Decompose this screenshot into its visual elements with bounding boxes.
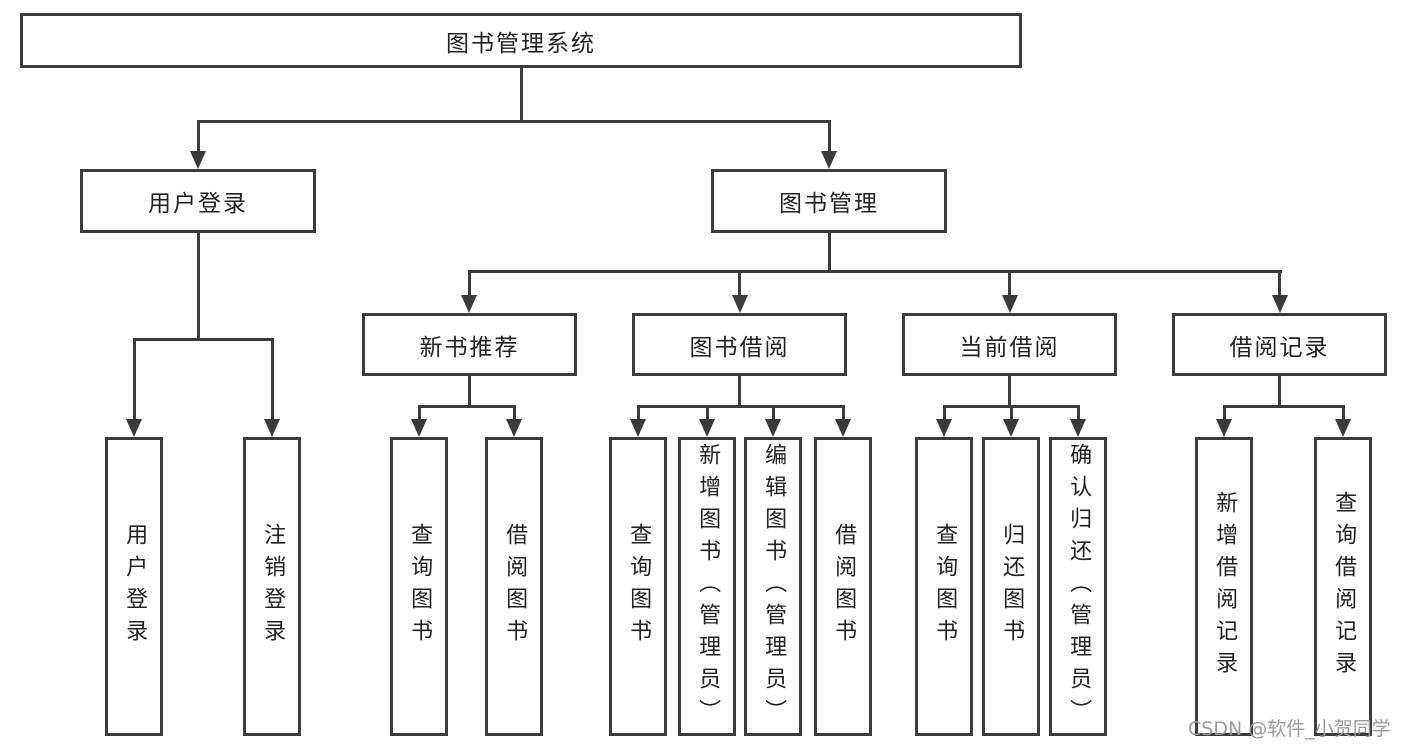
arrowhead-down-icon bbox=[1002, 295, 1018, 313]
node-label: 用户登录 bbox=[148, 191, 248, 217]
connector-borrowing-vline bbox=[738, 376, 741, 408]
node-label: 图书管理 bbox=[779, 191, 879, 217]
node-label: 查询借阅记录 bbox=[1331, 490, 1357, 683]
node-borrow-query-books: 查询图书 bbox=[609, 437, 667, 736]
connector-drop-borrow-edit bbox=[771, 405, 775, 423]
connector-drop-user-login bbox=[196, 120, 200, 155]
connector-drop-recommend-borrow bbox=[512, 405, 516, 423]
node-borrowing-records: 借阅记录 bbox=[1172, 313, 1387, 376]
node-book-management: 图书管理 bbox=[711, 169, 947, 233]
node-label: 注销登录 bbox=[260, 522, 286, 651]
node-borrow-edit-books: 编辑图书（管理员） bbox=[744, 437, 802, 736]
node-label: 用户登录 bbox=[122, 522, 148, 651]
arrowhead-down-icon bbox=[765, 419, 781, 437]
connector-drop-records-add bbox=[1222, 405, 1226, 423]
node-current-confirm-return: 确认归还（管理员） bbox=[1049, 437, 1107, 736]
node-label: 图书管理系统 bbox=[446, 30, 596, 57]
node-label: 新增图书（管理员） bbox=[695, 442, 721, 731]
arrowhead-down-icon bbox=[1216, 419, 1232, 437]
node-current-borrowing: 当前借阅 bbox=[902, 313, 1117, 376]
connector-drop-borrowing-records bbox=[1278, 270, 1281, 299]
node-records-query: 查询借阅记录 bbox=[1314, 437, 1372, 736]
connector-book-management-vline bbox=[827, 233, 831, 273]
node-current-return-books: 归还图书 bbox=[982, 437, 1040, 736]
node-records-add: 新增借阅记录 bbox=[1195, 437, 1253, 736]
connector-root-vline bbox=[519, 68, 523, 123]
connector-drop-current-return bbox=[1009, 405, 1013, 423]
node-recommend-query-books: 查询图书 bbox=[390, 437, 448, 736]
connector-records-hline bbox=[1222, 405, 1345, 408]
connector-recommend-vline bbox=[468, 376, 471, 408]
connector-current-vline bbox=[1008, 376, 1011, 408]
connector-drop-login bbox=[132, 338, 136, 423]
node-library-management-system: 图书管理系统 bbox=[20, 13, 1022, 68]
node-label: 借阅图书 bbox=[502, 522, 528, 651]
connector-drop-current-confirm bbox=[1076, 405, 1080, 423]
connector-user-login-hline bbox=[132, 338, 274, 341]
arrowhead-down-icon bbox=[190, 151, 206, 169]
node-label: 新书推荐 bbox=[419, 334, 520, 361]
node-label: 查询图书 bbox=[932, 522, 958, 651]
node-label: 借阅记录 bbox=[1229, 334, 1330, 361]
connector-user-login-vline bbox=[196, 233, 200, 341]
arrowhead-down-icon bbox=[1335, 419, 1351, 437]
node-new-book-recommend: 新书推荐 bbox=[362, 313, 577, 376]
connector-borrowing-hline bbox=[636, 405, 845, 408]
arrowhead-down-icon bbox=[126, 419, 142, 437]
connector-drop-borrow-query bbox=[636, 405, 640, 423]
node-label: 借阅图书 bbox=[831, 522, 857, 651]
arrowhead-down-icon bbox=[1070, 419, 1086, 437]
node-label: 确认归还（管理员） bbox=[1066, 442, 1092, 731]
connector-drop-new-book-recommend bbox=[468, 270, 471, 299]
connector-drop-borrow-lend bbox=[841, 405, 845, 423]
connector-root-hline bbox=[196, 120, 831, 123]
node-label: 新增借阅记录 bbox=[1212, 490, 1238, 683]
connector-drop-records-query bbox=[1341, 405, 1345, 423]
arrowhead-down-icon bbox=[1003, 419, 1019, 437]
arrowhead-down-icon bbox=[264, 419, 280, 437]
arrowhead-down-icon bbox=[835, 419, 851, 437]
connector-recommend-hline bbox=[417, 405, 516, 408]
arrowhead-down-icon bbox=[936, 419, 952, 437]
connector-drop-current-borrowing bbox=[1008, 270, 1011, 299]
arrowhead-down-icon bbox=[699, 419, 715, 437]
connector-book-management-hline bbox=[467, 270, 1282, 273]
node-label: 编辑图书（管理员） bbox=[761, 442, 787, 731]
node-label: 查询图书 bbox=[407, 522, 433, 651]
arrowhead-down-icon bbox=[461, 295, 477, 313]
connector-records-vline bbox=[1278, 376, 1281, 408]
arrowhead-down-icon bbox=[506, 419, 522, 437]
node-label: 查询图书 bbox=[626, 522, 652, 651]
connector-drop-logout bbox=[270, 338, 274, 423]
connector-drop-borrow-add bbox=[705, 405, 709, 423]
arrowhead-down-icon bbox=[630, 419, 646, 437]
arrowhead-down-icon bbox=[411, 419, 427, 437]
node-user-login: 用户登录 bbox=[80, 169, 316, 233]
arrowhead-down-icon bbox=[821, 151, 837, 169]
connector-drop-recommend-query bbox=[417, 405, 421, 423]
arrowhead-down-icon bbox=[732, 295, 748, 313]
arrowhead-down-icon bbox=[1272, 295, 1288, 313]
node-book-borrowing: 图书借阅 bbox=[632, 313, 847, 376]
connector-drop-book-borrowing bbox=[738, 270, 741, 299]
connector-drop-book-management bbox=[827, 120, 831, 155]
node-label: 归还图书 bbox=[999, 522, 1025, 651]
node-label: 图书借阅 bbox=[689, 334, 790, 361]
watermark: CSDN @软件_小贺同学 bbox=[1188, 718, 1391, 740]
node-label: 当前借阅 bbox=[959, 334, 1060, 361]
node-current-query-books: 查询图书 bbox=[915, 437, 973, 736]
node-recommend-borrow-books: 借阅图书 bbox=[485, 437, 543, 736]
node-borrow-lend-books: 借阅图书 bbox=[814, 437, 872, 736]
node-logout: 注销登录 bbox=[243, 437, 301, 736]
node-login: 用户登录 bbox=[105, 437, 163, 736]
connector-drop-current-query bbox=[942, 405, 946, 423]
node-borrow-add-books: 新增图书（管理员） bbox=[678, 437, 736, 736]
